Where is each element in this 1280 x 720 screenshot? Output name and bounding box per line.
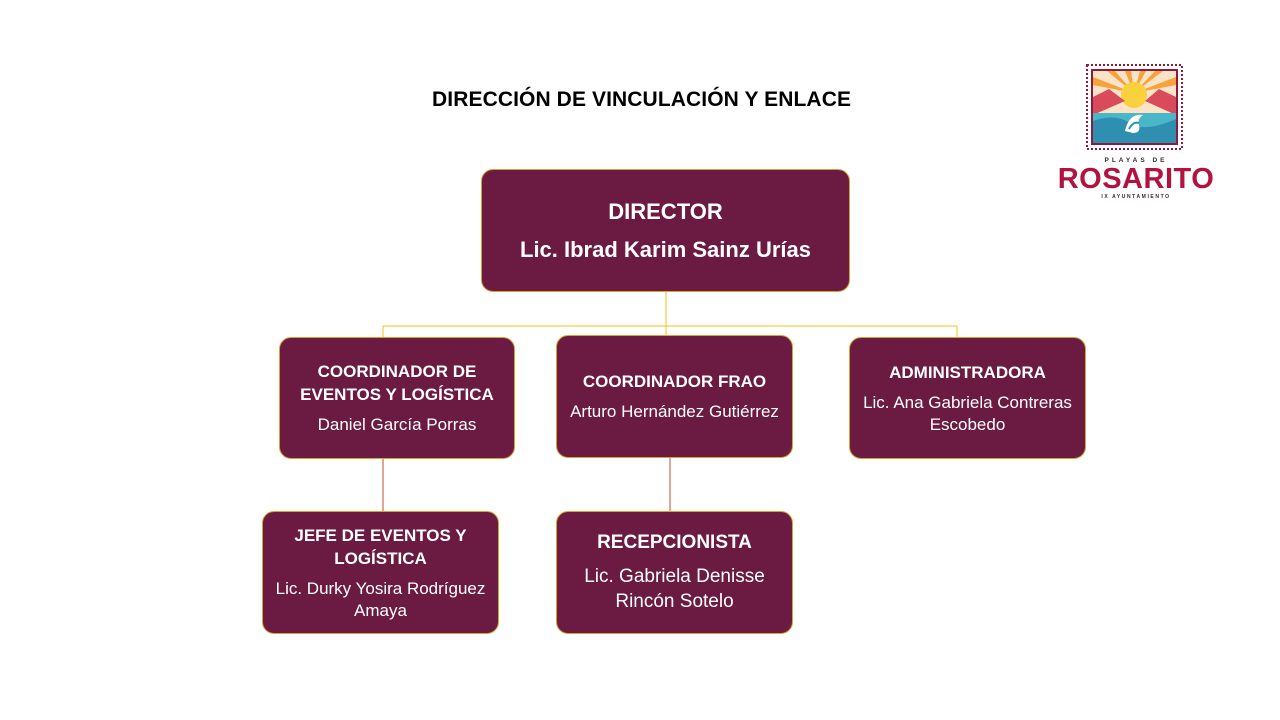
role-label: RECEPCIONISTA [597, 532, 752, 553]
page-title: DIRECCIÓN DE VINCULACIÓN Y ENLACE [432, 88, 852, 111]
org-box-administradora: ADMINISTRADORA Lic. Ana Gabriela Contrer… [849, 337, 1086, 459]
logo-main-text: ROSARITO [1057, 163, 1215, 195]
role-label: ADMINISTRADORA [889, 362, 1046, 382]
person-name: Arturo Hernández Gutiérrez [570, 402, 779, 421]
role-label: DIRECTOR [608, 198, 723, 224]
role-label: JEFE DE EVENTOS Y LOGÍSTICA [294, 525, 467, 568]
person-name: Lic. Durky Yosira Rodríguez Amaya [275, 578, 486, 620]
person-name: Lic. Ana Gabriela Contreras Escobedo [863, 392, 1072, 434]
rosarito-logo: PLAYAS DE ROSARITO IX AYUNTAMIENTO [1054, 63, 1218, 203]
connector-top-level [382, 292, 958, 338]
org-box-recepcionista: RECEPCIONISTA Lic. Gabriela Denisse Rinc… [556, 511, 793, 634]
logo-bottom-text: IX AYUNTAMIENTO [1101, 194, 1171, 200]
person-name: Daniel García Porras [317, 415, 477, 434]
rosarito-stamp-icon [1085, 63, 1184, 151]
person-name: Lic. Gabriela Denisse Rincón Sotelo [584, 566, 765, 612]
org-box-coordinador-frao: COORDINADOR FRAO Arturo Hernández Gutiér… [556, 335, 793, 458]
org-box-coordinador-eventos: COORDINADOR DE EVENTOS Y LOGÍSTICA Danie… [279, 337, 515, 459]
role-label: COORDINADOR DE EVENTOS Y LOGÍSTICA [300, 362, 494, 404]
org-box-director: DIRECTOR Lic. Ibrad Karim Sainz Urías [481, 169, 850, 292]
connector-lower-level [382, 458, 671, 512]
role-label: COORDINADOR FRAO [582, 372, 767, 391]
org-box-jefe-eventos: JEFE DE EVENTOS Y LOGÍSTICA Lic. Durky Y… [262, 511, 499, 634]
person-name: Lic. Ibrad Karim Sainz Urías [520, 236, 811, 262]
logo-top-text: PLAYAS DE [1104, 157, 1168, 164]
